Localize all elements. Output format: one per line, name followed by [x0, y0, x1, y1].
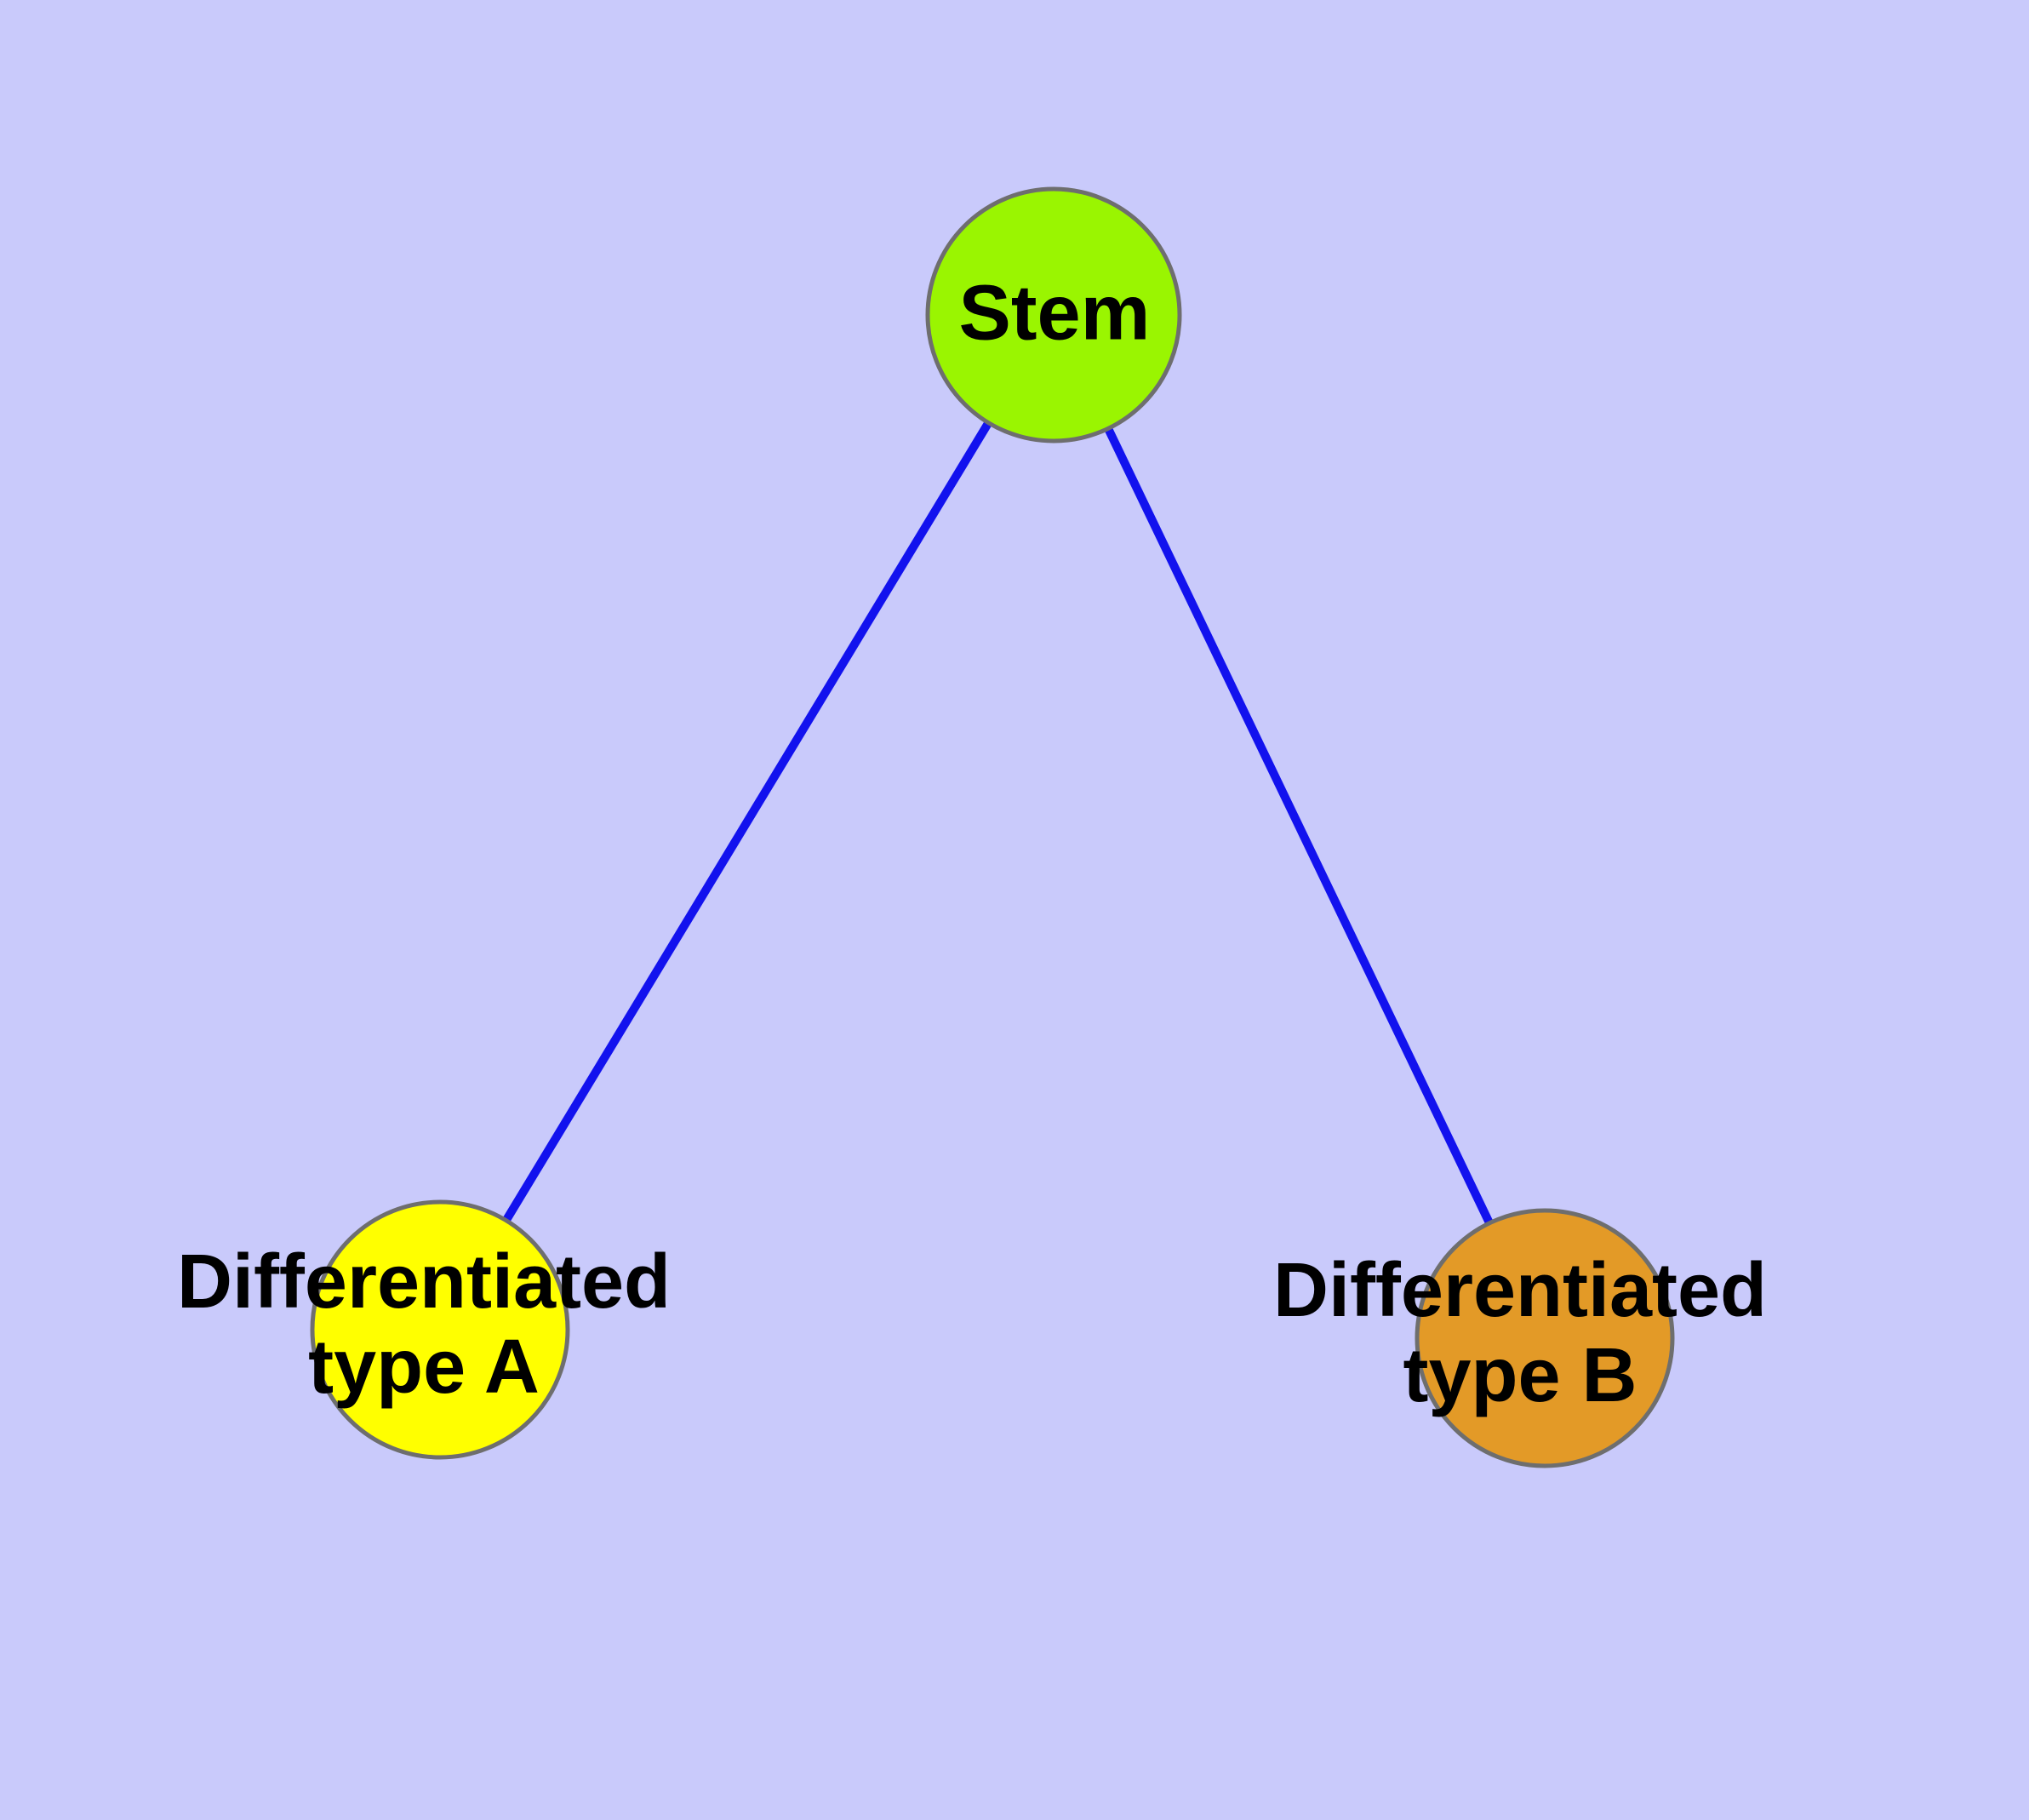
node-label-stem: Stem — [959, 269, 1151, 356]
edge-layer — [436, 312, 1549, 1341]
node-differentiated-type-a[interactable] — [310, 1199, 570, 1460]
edge-stem-to-differentiated-type-a[interactable] — [436, 312, 1058, 1332]
node-label-a-line-1: Differentiated — [177, 1239, 671, 1325]
node-label-b-line-2: type B — [1403, 1333, 1637, 1418]
node-label-differentiated-type-b: Differentiated type B — [1273, 1248, 1767, 1418]
node-label-a-line-2: type A — [308, 1325, 540, 1410]
node-stem[interactable] — [925, 186, 1182, 444]
node-differentiated-type-b[interactable] — [1415, 1208, 1675, 1468]
label-layer: Stem Differentiated type A Differentiate… — [177, 269, 1767, 1417]
edge-stem-to-differentiated-type-b[interactable] — [1049, 312, 1549, 1341]
node-label-differentiated-type-a: Differentiated type A — [177, 1239, 671, 1410]
node-layer — [310, 186, 1675, 1468]
node-label-b-line-1: Differentiated — [1273, 1248, 1767, 1333]
